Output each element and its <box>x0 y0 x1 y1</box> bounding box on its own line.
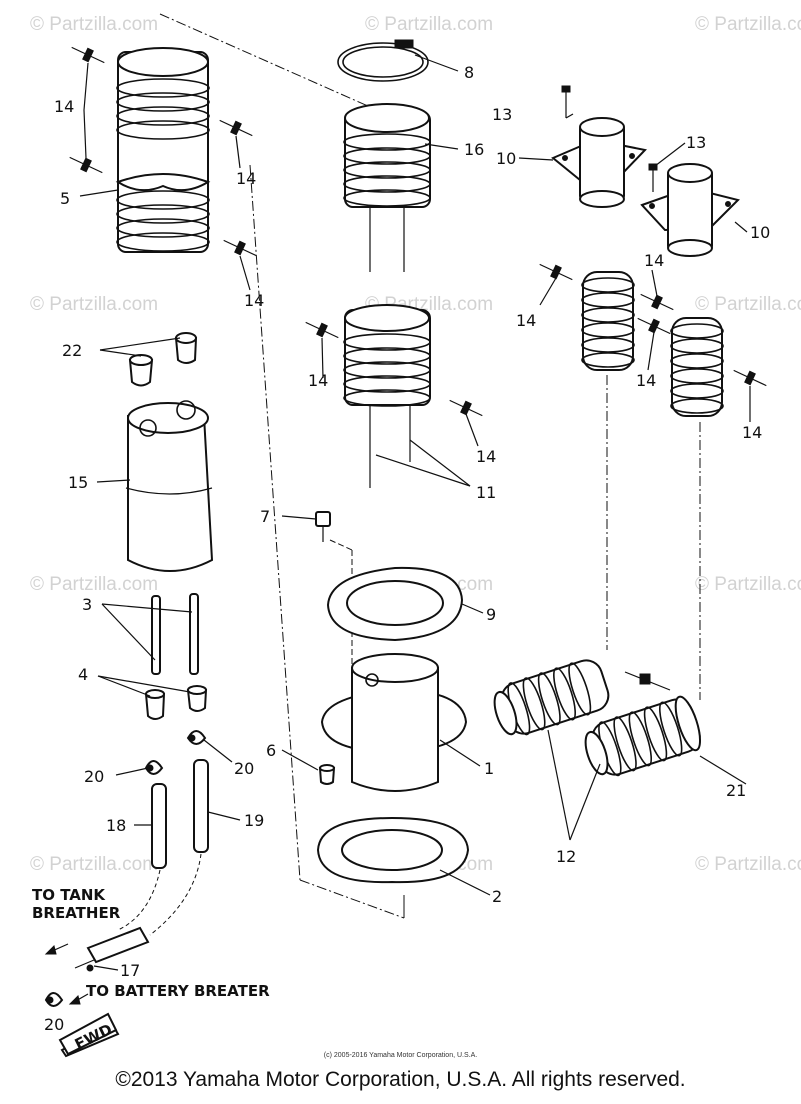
watermark-text: © Partzilla.com <box>30 574 158 595</box>
watermark-text: © Partzilla.com <box>30 294 158 315</box>
clamp-band <box>624 671 671 691</box>
watermark-text: © Partzilla.com <box>365 14 493 35</box>
small-copyright: (c) 2005-2016 Yamaha Motor Corporation, … <box>323 1052 478 1059</box>
callout-labels: 14 14 14 5 8 16 10 13 13 10 22 15 14 14 … <box>44 63 770 1034</box>
callout-3: 3 <box>82 595 92 614</box>
callout-13: 13 <box>492 105 512 124</box>
gasket-9 <box>326 566 464 642</box>
watermark-text: © Partzilla.com <box>695 294 801 315</box>
direction-arrows <box>44 943 89 1005</box>
callout-14: 14 <box>636 371 656 390</box>
bolt-7 <box>315 511 331 542</box>
canister-15 <box>125 400 214 572</box>
flange-elbow-10 <box>551 117 647 208</box>
bellows-hose-12 <box>581 271 635 371</box>
watermark-text: © Partzilla.com <box>30 14 158 35</box>
grommets-4 <box>144 685 208 720</box>
hoses-18-19 <box>117 759 209 936</box>
callout-14: 14 <box>244 291 264 310</box>
callout-2: 2 <box>492 887 502 906</box>
callout-20: 20 <box>84 767 104 786</box>
callout-14: 14 <box>742 423 762 442</box>
watermark-text: © Partzilla.com <box>695 14 801 35</box>
note-breather: BREATHER <box>32 904 121 922</box>
caps-22 <box>128 332 198 387</box>
callout-17: 17 <box>120 961 140 980</box>
callout-4: 4 <box>78 665 88 684</box>
callout-20: 20 <box>44 1015 64 1034</box>
note-to-battery: TO BATTERY BREATER <box>86 982 270 1000</box>
callout-11: 11 <box>476 483 496 502</box>
copyright-notice: ©2013 Yamaha Motor Corporation, U.S.A. A… <box>115 1068 686 1091</box>
ring-clamp-8 <box>337 39 429 82</box>
callout-18: 18 <box>106 816 126 835</box>
routing-notes: TO TANK BREATHER TO BATTERY BREATER <box>32 886 270 1000</box>
assembly-frame-lines <box>159 13 405 919</box>
watermark-text: © Partzilla.com <box>695 854 801 875</box>
callout-8: 8 <box>464 63 474 82</box>
callout-14: 14 <box>476 447 496 466</box>
callout-1: 1 <box>484 759 494 778</box>
housing-1 <box>320 653 468 792</box>
bellows-hose-21 <box>584 695 702 777</box>
fwd-indicator: FWD <box>58 1012 120 1058</box>
callout-14: 14 <box>54 97 74 116</box>
callout-5: 5 <box>60 189 70 208</box>
callout-9: 9 <box>486 605 496 624</box>
bellows-duct-5 <box>115 47 211 253</box>
callout-13: 13 <box>686 133 706 152</box>
callout-22: 22 <box>62 341 82 360</box>
bellows-16 <box>343 103 431 272</box>
callout-14: 14 <box>644 251 664 270</box>
clips-20 <box>44 730 207 1007</box>
hose-routing-lines <box>606 375 701 700</box>
callout-7: 7 <box>260 507 270 526</box>
hose-clamps-14 <box>69 46 767 417</box>
callout-14: 14 <box>516 311 536 330</box>
callout-16: 16 <box>464 140 484 159</box>
callout-10: 10 <box>750 223 770 242</box>
spacer-6 <box>318 764 336 785</box>
callout-14: 14 <box>236 169 256 188</box>
bellows-hose-12 <box>493 659 610 736</box>
callout-15: 15 <box>68 473 88 492</box>
callout-12: 12 <box>556 847 576 866</box>
pipes-3 <box>151 593 199 675</box>
bolts-13 <box>561 85 658 192</box>
watermark-text: © Partzilla.com <box>30 854 158 875</box>
gasket-2 <box>316 816 470 884</box>
callout-19: 19 <box>244 811 264 830</box>
flange-elbow-10 <box>640 163 740 257</box>
callout-10: 10 <box>496 149 516 168</box>
leader-lines <box>79 54 751 971</box>
note-to-tank: TO TANK <box>32 886 106 904</box>
bellows-hose-12 <box>670 317 724 417</box>
bellows-with-pipes-11 <box>343 304 431 488</box>
callout-14: 14 <box>308 371 328 390</box>
callout-21: 21 <box>726 781 746 800</box>
callout-20: 20 <box>234 759 254 778</box>
watermark-text: © Partzilla.com <box>695 574 801 595</box>
callout-6: 6 <box>266 741 276 760</box>
junction-17 <box>74 926 150 972</box>
